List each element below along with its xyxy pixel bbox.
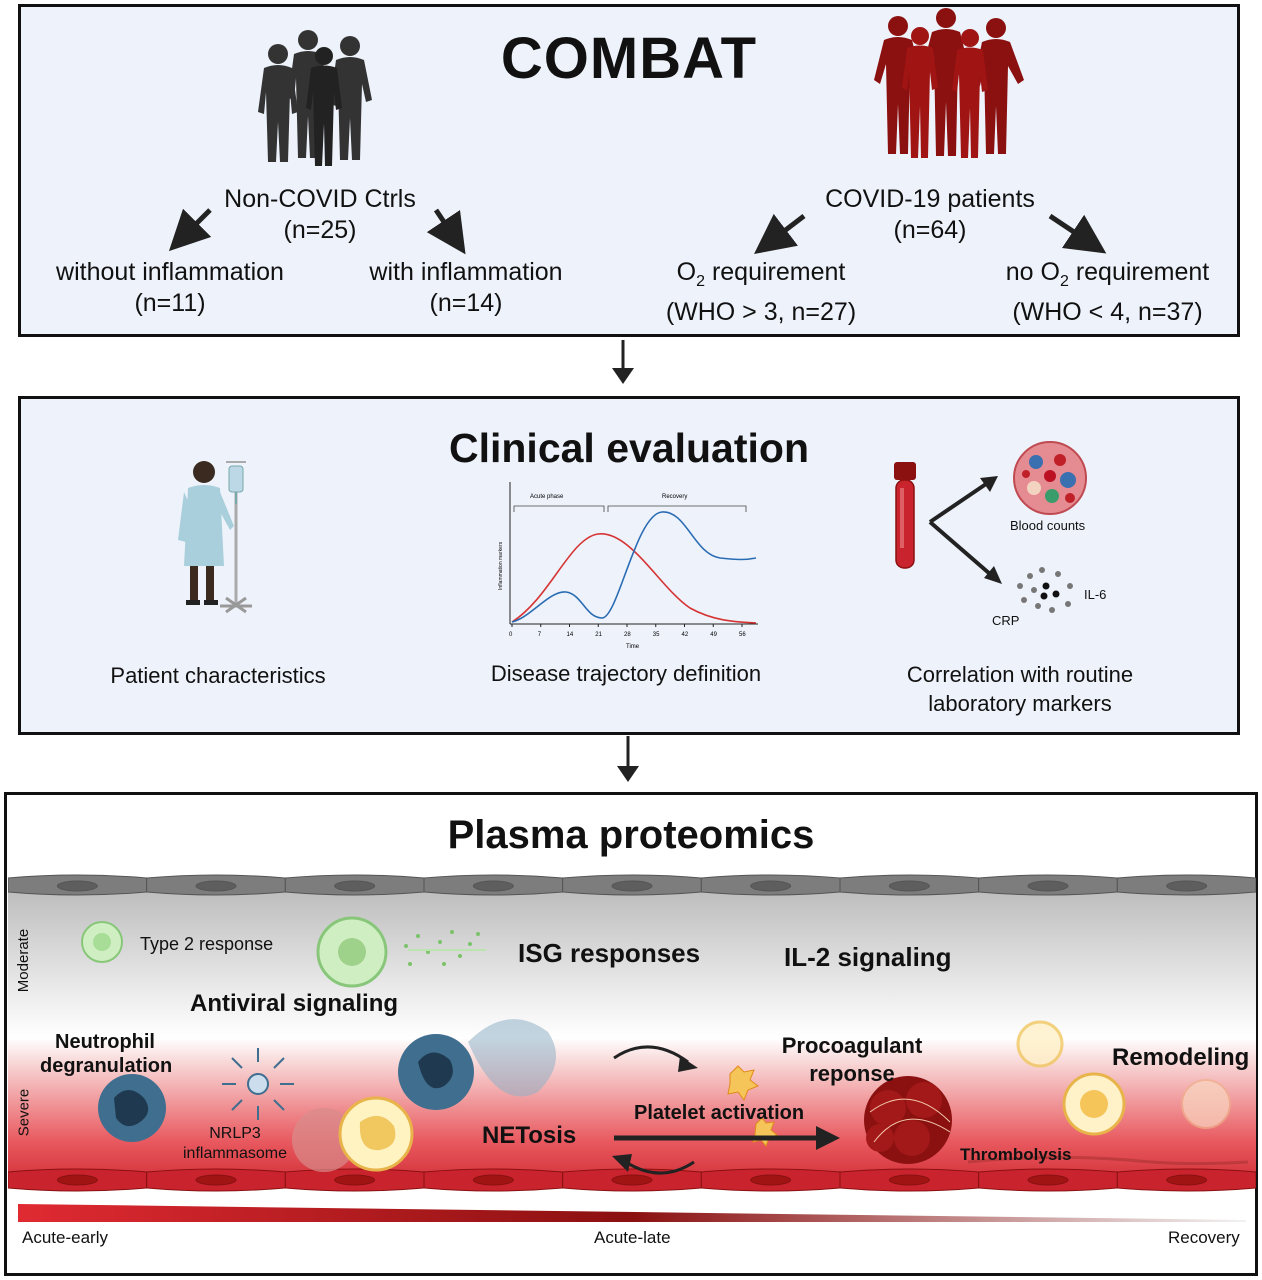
thrombolysis-label: Thrombolysis [960,1145,1072,1164]
endothelial-nucleus-top [472,880,514,892]
combat-panel: COMBAT [18,4,1240,337]
il6-label: IL-6 [1084,587,1107,602]
endothelial-nucleus-bottom [1166,1174,1208,1186]
proteomics-title: Plasma proteomics [447,813,815,857]
patient-group-icon [874,8,1024,158]
platelet-label: Platelet activation [634,1102,805,1124]
endothelial-nucleus-bottom [611,1174,653,1186]
endothelial-nucleus-bottom [56,1174,98,1186]
combat-title: COMBAT [500,26,758,91]
trajectory-x-tick-label: 35 [653,632,660,638]
endothelial-nucleus-bottom [1027,1174,1069,1186]
blood-tube-icon [894,462,916,569]
isg-particles [404,930,480,966]
blue-trajectory-line [511,511,757,623]
acute-early-label: Acute-early [22,1228,108,1247]
cytokine-dots-icon [1017,567,1073,613]
blood-counts-label: Blood counts [1010,518,1086,533]
trajectory-caption: Disease trajectory definition [490,661,762,686]
trajectory-chart: Acute phase Recovery Inflammation marker… [498,482,758,650]
remodeling-cells [1016,1020,1231,1136]
patient-iv-icon [178,461,252,614]
moderate-lane-label: Moderate [15,928,33,993]
procoagulant-label: Procoagulant reponse [781,1033,923,1086]
acute-late-label: Acute-late [594,1228,671,1247]
blood-counts-icon [1013,441,1087,515]
endothelial-nucleus-bottom [750,1174,792,1186]
netosis-neutrophil [398,1019,556,1110]
endothelial-nucleus-top [611,880,653,892]
trajectory-x-tick-label: 21 [595,632,602,638]
acute-phase-bracket [513,505,605,512]
neutrophil-label: Neutrophil degranulation [40,1031,173,1077]
trajectory-x-tick-label: 56 [739,632,746,638]
o2-requirement-label: O2 requirement (WHO > 3, n=27) [665,258,857,326]
trajectory-x-tick-label: 28 [624,632,631,638]
trajectory-ylabel: Inflammation markers [498,541,504,590]
clinical-title: Clinical evaluation [449,425,809,471]
isg-label: ISG responses [518,938,701,968]
nlrp3-inflammasome [222,1048,294,1120]
controls-label: Non-COVID Ctrls (n=25) [224,185,416,244]
trajectory-x-tick-label: 49 [710,632,717,638]
macrophage-cell [292,1096,414,1172]
severe-lane-label: Severe [15,1088,33,1137]
il2-label: IL-2 signaling [784,942,952,972]
recovery-bracket [607,505,747,512]
trajectory-x-tick-label: 14 [567,632,574,638]
type2-label: Type 2 response [140,934,274,954]
nlrp3-label: NRLP3 inflammasome [182,1125,288,1162]
acute-phase-label: Acute phase [530,494,564,500]
down-arrow-2 [617,736,639,782]
recovery-phase-label: Recovery [662,494,687,500]
branch-arrows [168,208,1107,384]
patient-characteristics-caption: Patient characteristics [110,663,326,688]
endothelial-nucleus-top [334,880,376,892]
endothelial-nucleus-bottom [195,1174,237,1186]
no-o2-requirement-label: no O2 requirement (WHO < 4, n=37) [1005,258,1210,326]
red-trajectory-line [511,533,757,624]
crp-label: CRP [992,613,1020,628]
lab-markers-caption: Correlation with routine laboratory mark… [906,662,1134,716]
controls-count: (n=25) [283,216,357,244]
fibrin-strand [967,1155,1249,1166]
remodeling-label: Remodeling [1112,1044,1250,1071]
vessel-illustration [8,874,1256,1192]
endothelial-nucleus-top [56,880,98,892]
endothelial-nucleus-bottom [472,1174,514,1186]
endothelial-nucleus-top [195,880,237,892]
netosis-label: NETosis [482,1122,577,1149]
patients-label: COVID-19 patients (n=64) [825,185,1035,244]
trajectory-xlabel: Time [626,644,640,650]
endothelial-nucleus-top [888,880,930,892]
endothelial-nucleus-top [750,880,792,892]
patients-count: (n=64) [893,216,967,244]
clot-icon [864,1076,952,1164]
endothelial-nucleus-bottom [888,1174,930,1186]
severity-timeline-wedge [18,1204,1246,1222]
lab-arrows [928,476,1002,584]
trajectory-x-tick-label: 0 [509,632,513,638]
antiviral-label: Antiviral signaling [190,990,399,1017]
trajectory-x-tick-label: 42 [682,632,689,638]
endothelial-nucleus-top [1027,880,1069,892]
with-inflammation-label: with inflammation (n=14) [369,258,563,317]
trajectory-x-tick-label: 7 [538,632,542,638]
endothelial-nucleus-top [1166,880,1208,892]
neutrophil-cell [98,1074,166,1142]
without-inflammation-label: without inflammation (n=11) [56,258,284,317]
control-group-icon [258,30,372,166]
recovery-label: Recovery [1168,1228,1240,1247]
endothelial-nucleus-bottom [334,1174,376,1186]
